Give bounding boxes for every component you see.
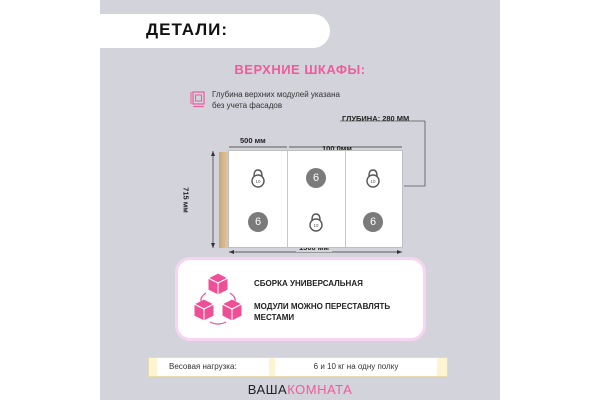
kettlebell-icon: 10 (251, 169, 265, 188)
cabinet-side-panel (219, 152, 228, 248)
weight-value: 10 (370, 179, 376, 184)
furniture-dimension-icon (190, 91, 205, 107)
brand-logo: ВАШАКОМНАТА (247, 382, 353, 397)
weight-value: 10 (255, 179, 261, 184)
module-width-label: 500 мм (240, 136, 266, 145)
page-title: ДЕТАЛИ: (146, 20, 229, 39)
header-banner (100, 14, 330, 48)
height-label: 715 мм (181, 187, 191, 213)
weight-value: 10 (313, 223, 319, 228)
load-badge: 6 (248, 212, 268, 232)
load-badge: 6 (363, 212, 383, 232)
depth-note: Глубина верхних модулей указана без учет… (212, 90, 340, 110)
feature-rearrange-modules: МОДУЛИ МОЖНО ПЕРЕСТАВЛЯТЬ МЕСТАМИ (254, 302, 391, 322)
section-title: ВЕРХНИЕ ШКАФЫ: (234, 62, 366, 77)
load-label: Весовая нагрузка: (157, 358, 269, 376)
kettlebell-icon: 10 (309, 213, 323, 232)
wall-cabinet (228, 150, 403, 248)
load-value: 6 и 10 кг на одну полку (275, 358, 437, 376)
depth-label: ГЛУБИНА: 280 ММ (342, 114, 410, 123)
middle-width-label: 100 0мм (322, 144, 352, 153)
feature-universal-assembly: СБОРКА УНИВЕРСАЛЬНАЯ (254, 279, 363, 288)
load-badge: 6 (306, 168, 326, 188)
kettlebell-icon: 10 (366, 169, 380, 188)
cubes-icon (192, 272, 244, 325)
load-table: Весовая нагрузка: 6 и 10 кг на одну полк… (148, 357, 448, 377)
